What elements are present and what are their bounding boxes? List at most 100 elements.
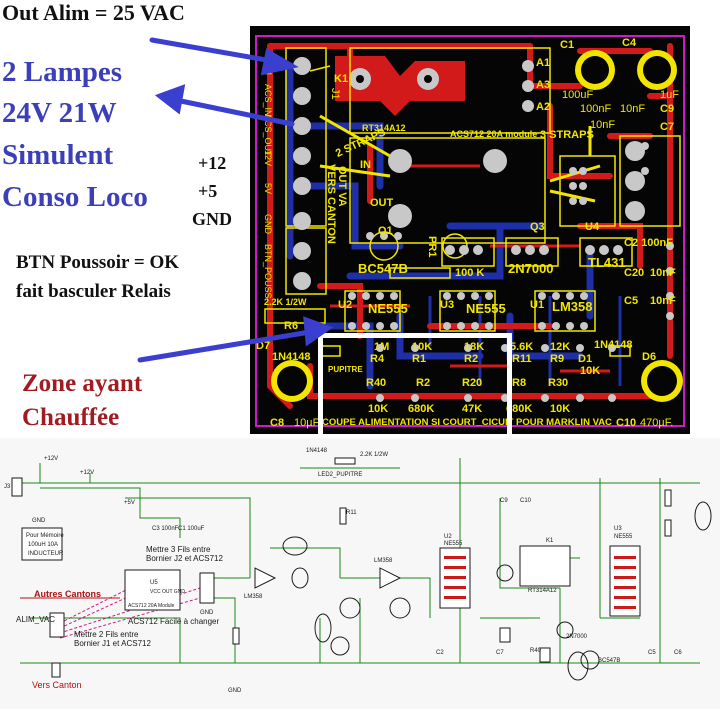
sch-label-c5: C5 — [648, 650, 656, 656]
pcb-label-c10nf: 10nF — [620, 103, 646, 115]
schematic-diagram: +12V +12V +5V J3 GND GND GND Pour Mémoir… — [0, 438, 720, 709]
sch-label-autres-cantons: Autres Cantons — [34, 589, 102, 599]
pcb-label-c10-capacity: 470µF. — [640, 417, 674, 429]
pcb-label-r30-value: 10K — [550, 403, 571, 415]
pcb-label-1n4148-d6: 1N4148 — [594, 339, 633, 351]
sch-label-acs-facile: ACS712 Facile à changer — [128, 617, 220, 626]
lampes-annotation-line4: Conso Loco — [2, 181, 148, 213]
sch-label-bc547b: BC547B — [598, 658, 621, 664]
pcb-label-u1: U1 — [530, 299, 545, 311]
sch-label-memo-value: 100uH 10A — [28, 542, 59, 548]
sch-label-lm358-a: LM358 — [244, 594, 263, 600]
pcb-label-r2b-value: 680K — [408, 403, 435, 415]
pcb-label-tl431: TL431 — [588, 255, 626, 270]
sch-label-u5-name: ACS712 20A Module — [128, 603, 175, 609]
btn-annotation-line2: fait basculer Relais — [16, 281, 171, 302]
pcb-label-a3: A3 — [536, 79, 551, 91]
pcb-label-r11: R11 — [512, 353, 532, 365]
pcb-label-r4: R4 — [370, 353, 385, 365]
sch-label-memo-title: Pour Mémoire — [26, 533, 64, 539]
sch-label-mettre-2-line1: Mettre 2 Fils entre — [74, 630, 139, 639]
pcb-label-c20: C20 — [624, 267, 645, 279]
pcb-label-r4-value: 1M — [374, 341, 390, 353]
pcb-footer-title: COUPE ALIMENTATION SI COURT_CICUIT POUR … — [322, 417, 612, 428]
pcb-label-c8-value: 10nF — [590, 119, 616, 131]
lampes-annotation-line1: 2 Lampes — [2, 56, 123, 88]
pcb-label-acs712: ACS712 20A module — [450, 129, 538, 139]
sch-label-c10: C10 — [520, 498, 532, 504]
pcb-label-d7: D7 — [256, 340, 271, 352]
pcb-label-relay: RT314A12 — [362, 123, 406, 133]
pupitre-highlight-frame — [318, 333, 512, 443]
sch-label-c6: C6 — [674, 650, 682, 656]
pcb-label-r20: R20 — [462, 377, 483, 389]
pcb-label-5v: 5V — [263, 183, 273, 195]
sch-label-c2: C2 — [436, 650, 444, 656]
sch-label-ne555-b: NE555 — [614, 534, 633, 540]
pcb-label-12v: 12V — [263, 150, 273, 167]
v12-annotation: +12 — [198, 153, 227, 173]
pcb-label-alim: ALIM — [263, 54, 273, 76]
sch-label-u2: U2 — [444, 534, 452, 540]
pcb-label-c9: C9 — [660, 103, 675, 115]
pcb-label-c20-value: 10nF — [650, 267, 676, 279]
sch-label-j3: J3 — [4, 484, 11, 490]
sch-label-ne555-a: NE555 — [444, 541, 463, 547]
pcb-label-k1: K1 — [334, 73, 349, 85]
sch-label-u5-pins: VCC OUT GND — [150, 589, 185, 595]
pcb-label-c4-value: 1uF — [660, 89, 679, 101]
sch-label-c1: C1 100uF — [178, 526, 205, 532]
pcb-label-acs-in: ACS_IN — [263, 84, 273, 117]
v5-annotation: +5 — [198, 181, 218, 201]
pcb-layout: ALIM ACS_IN ACS_OUT 12V 5V GND BTN_POUSS… — [250, 26, 690, 434]
pcb-label-btn-pouss: BTN_POUSS — [263, 244, 273, 299]
sch-label-r40: R40 — [530, 648, 542, 654]
sch-label-lm358-b: LM358 — [374, 558, 393, 564]
pcb-label-r2: R2 — [464, 353, 479, 365]
btn-annotation-line1: BTN Poussoir = OK — [16, 252, 180, 273]
sch-label-u5: U5 — [150, 580, 158, 586]
lampes-annotation-line3: Simulent — [2, 139, 114, 171]
sch-label-c7: C7 — [496, 650, 504, 656]
pcb-label-1n4148-d7: 1N4148 — [272, 351, 311, 363]
sch-label-gnd2: GND — [200, 610, 214, 616]
pcb-label-c1-value: 100uF — [562, 89, 594, 101]
sch-label-r6: 2.2K 1/2W — [360, 452, 389, 458]
pcb-label-lm358: LM358 — [552, 299, 593, 314]
pcb-label-out: OUT — [370, 197, 394, 209]
pcb-label-out-va: OUT VA — [336, 166, 348, 207]
pcb-label-r9-value: 12K — [550, 341, 571, 353]
pcb-label-c8: C8 — [270, 417, 285, 429]
sch-label-5v: +5V — [124, 500, 135, 506]
sch-label-alim-vac: ALIM_VAC — [16, 615, 55, 624]
pcb-label-c4: C4 — [622, 37, 637, 49]
sch-label-12v-b: +12V — [80, 470, 95, 476]
schematic-artwork — [11, 457, 712, 681]
sch-label-mettre-2-line2: Bornier J1 et ACS712 — [74, 639, 151, 648]
pcb-label-bc547b: BC547B — [358, 261, 408, 276]
sch-label-c3: C3 100nF — [152, 526, 179, 532]
sch-label-k1: K1 — [546, 538, 554, 544]
sch-label-gnd3: GND — [228, 688, 242, 694]
pcb-label-gnd: GND — [263, 214, 273, 234]
zone-annotation-line1: Zone ayant — [22, 370, 143, 397]
pcb-label-r2-value: 18K — [464, 341, 485, 353]
pcb-label-d1-value: 10K — [580, 365, 601, 377]
lampes-annotation-line2: 24V 21W — [2, 97, 117, 129]
sch-label-c9: C9 — [500, 498, 508, 504]
pcb-label-in: IN — [360, 159, 371, 171]
pcb-label-pupitre: PUPITRE — [328, 365, 363, 374]
pcb-label-r2b: R2 — [416, 377, 431, 389]
sch-label-led2-pupitre: LED2_PUPITRE — [318, 472, 363, 478]
pcb-label-r1-value: 10K — [412, 341, 433, 353]
sch-label-mettre-3-line1: Mettre 3 Fils entre — [146, 545, 211, 554]
zone-annotation-line2: Chauffée — [22, 404, 120, 431]
pcb-label-u2: U2 — [338, 299, 353, 311]
pcb-label-2n7000: 2N7000 — [508, 261, 554, 276]
pcb-label-c10: C10 — [616, 417, 637, 429]
pcb-label-d1: D1 — [578, 353, 593, 365]
pcb-artwork — [255, 35, 685, 427]
pcb-label-c1: C1 — [560, 39, 575, 51]
out-alim-annotation: Out Alim = 25 VAC — [2, 0, 185, 25]
pcb-label-c8-capacity: 10µF — [294, 417, 320, 429]
